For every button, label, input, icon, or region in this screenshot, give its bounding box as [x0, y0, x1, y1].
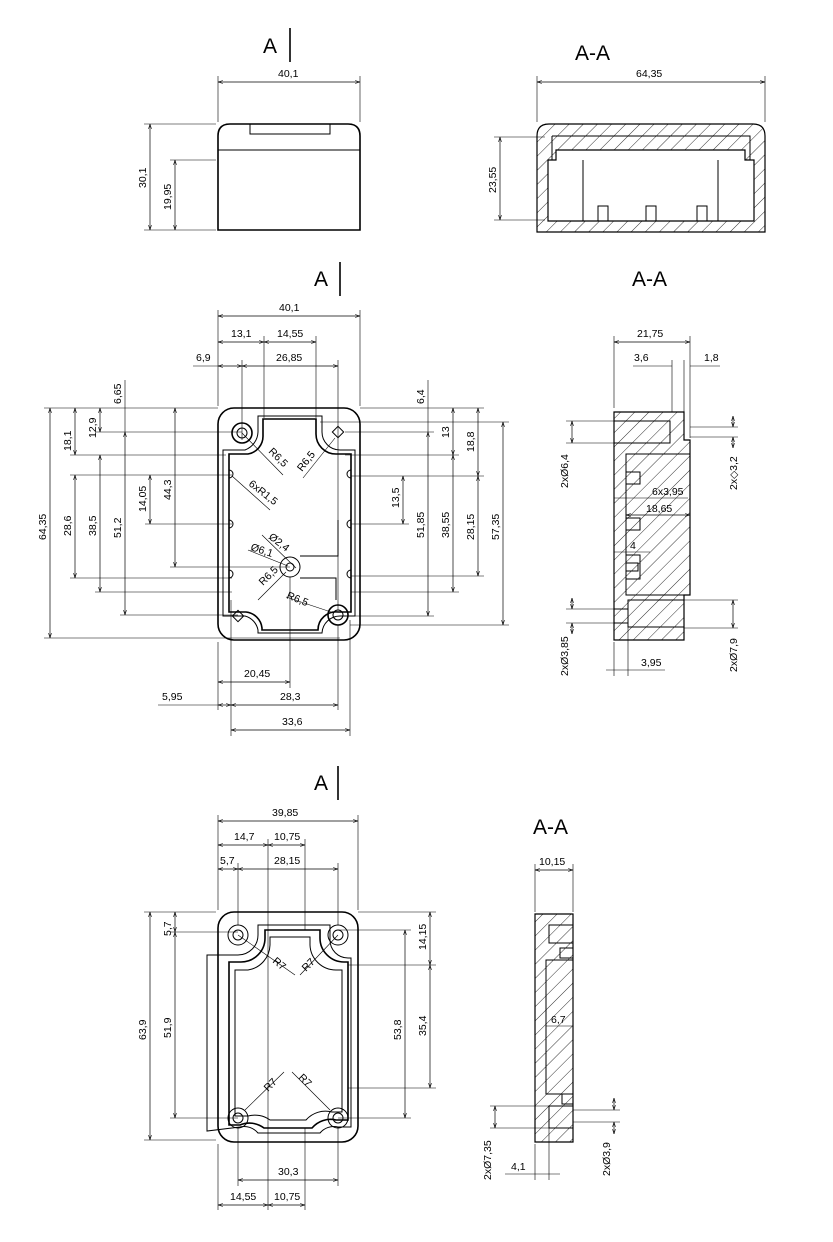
dim-label: 5,95: [162, 691, 183, 703]
dim-label: 18,1: [62, 430, 74, 451]
dim-label: 6,4: [415, 389, 427, 404]
dim-height: 30,1: [137, 167, 149, 188]
dim-label: 14,7: [234, 831, 255, 843]
dim-label: 10,75: [274, 1191, 300, 1203]
dim-label: 28,15: [465, 514, 477, 540]
dim-width: 40,1: [279, 302, 300, 314]
view-label: A-A: [575, 42, 610, 65]
dim-label: 6,7: [551, 1014, 566, 1026]
dim-label: 6,65: [112, 383, 124, 404]
radius-label: R6,5: [257, 564, 281, 588]
enclosure-outline: [217, 123, 361, 231]
view-label: A: [263, 35, 277, 58]
view-label: A-A: [533, 816, 568, 839]
dim-width: 64,35: [636, 68, 662, 80]
dim-label: 14,05: [137, 486, 149, 512]
dim-label: 21,75: [637, 328, 663, 340]
dim-label: 14,55: [230, 1191, 256, 1203]
dim-label: 35,4: [417, 1015, 429, 1036]
dim-label: 18,8: [465, 431, 477, 452]
dim-label: 2xØ6,4: [559, 454, 571, 488]
dim-label: 57,35: [490, 514, 502, 540]
dim-label: 2xØ7,35: [482, 1140, 494, 1180]
dim-label: 33,6: [282, 716, 303, 728]
dim-label: 28,6: [62, 515, 74, 536]
view-bottom-plan: A R7 R7 R7 R7 39,85 14,7 10,75 5,7 28,15…: [137, 766, 436, 1210]
radius-label: R6,5: [266, 446, 290, 470]
dim-label: 2xØ7,9: [728, 638, 740, 672]
section-outline: [613, 411, 691, 641]
dim-label: 2xØ3,9: [601, 1142, 613, 1176]
dim-label: 63,9: [137, 1019, 149, 1040]
dim-label: 4: [630, 540, 636, 552]
view-mid-section: A-A 21,75 3,6 1,8 2xØ6,4 2x◇3,2 6x3,95 1…: [559, 268, 740, 676]
diameter-label: Ø6,1: [249, 541, 275, 559]
view-label: A: [314, 268, 328, 291]
radius-label: R7: [270, 955, 288, 973]
dim-label: 26,85: [276, 352, 302, 364]
dim-label: 13,5: [390, 487, 402, 508]
radius-label: R7: [296, 1072, 314, 1090]
view-top-front: A 40,1 30,1 19,95: [137, 28, 361, 231]
dim-label: 1,8: [704, 352, 719, 364]
dim-label: 2xØ3,85: [559, 636, 571, 676]
dim-label: 53,8: [392, 1019, 404, 1040]
dim-label: 20,45: [244, 668, 270, 680]
dim-label: 18,65: [646, 503, 672, 515]
dim-label: 4,1: [511, 1161, 526, 1173]
dim-label: 39,85: [272, 807, 298, 819]
dim-label: 3,6: [634, 352, 649, 364]
dim-label: 6,9: [196, 352, 211, 364]
dim-label: 10,75: [274, 831, 300, 843]
dim-label: 5,7: [162, 921, 174, 936]
dim-label: 2x◇3,2: [728, 456, 740, 490]
radius-label: R6,5: [295, 449, 318, 474]
enclosure-outline: [217, 911, 359, 1143]
dim-label: 38,55: [440, 512, 452, 538]
dim-label: 64,35: [37, 514, 49, 540]
radius-label: R6,5: [285, 590, 310, 609]
dim-width: 40,1: [278, 68, 299, 80]
view-label: A-A: [632, 268, 667, 291]
dim-label: 38,5: [87, 515, 99, 536]
dim-height: 23,55: [487, 167, 499, 193]
dim-height-lower: 19,95: [162, 184, 174, 210]
dim-label: 13: [440, 426, 452, 438]
view-bottom-section: A-A 10,15 6,7 2xØ7,35 2xØ3,9 4,1: [482, 816, 620, 1180]
section-outline: [534, 913, 574, 1143]
view-mid-plan: A R6,5 R6,5 6xR1,5 Ø2,4 Ø6,1 R6,5 R6,5 4…: [37, 262, 509, 736]
dim-label: 14,15: [417, 924, 429, 950]
dim-label: 30,3: [278, 1166, 299, 1178]
dim-label: 28,15: [274, 855, 300, 867]
dim-label: 12,9: [87, 417, 99, 438]
dim-label: 13,1: [231, 328, 252, 340]
section-outline: [536, 123, 766, 233]
dim-label: 44,3: [162, 479, 174, 500]
dim-label: 10,15: [539, 856, 565, 868]
dim-label: 5,7: [220, 855, 235, 867]
dim-label: 51,2: [112, 517, 124, 538]
dim-label: 3,95: [641, 657, 662, 669]
dim-label: 51,9: [162, 1017, 174, 1038]
dim-label: 6x3,95: [652, 486, 684, 498]
view-top-section: A-A 64,35 23,55: [487, 42, 766, 233]
dim-label: 51,85: [415, 512, 427, 538]
view-label: A: [314, 772, 328, 795]
dim-label: 14,55: [277, 328, 303, 340]
dim-label: 28,3: [280, 691, 301, 703]
